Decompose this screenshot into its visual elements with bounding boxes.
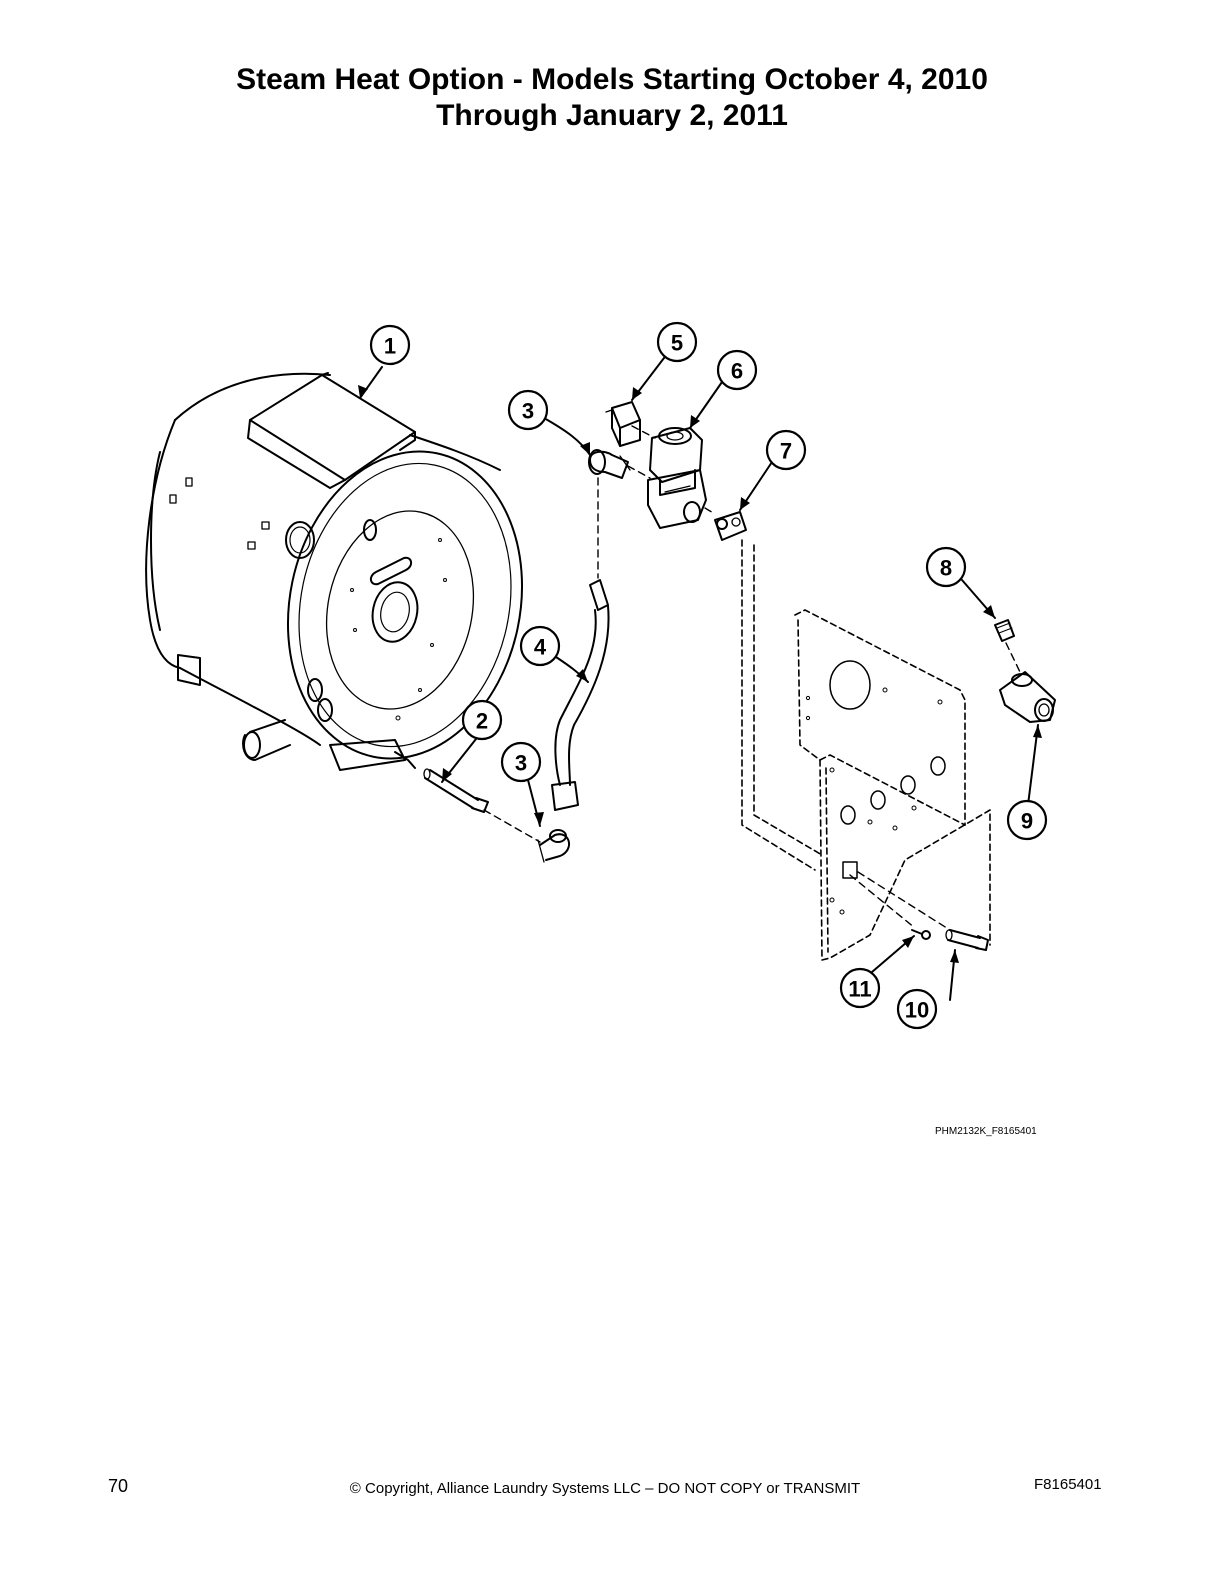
solenoid-valve-part-6 — [647, 427, 707, 529]
fitting-part-7 — [714, 511, 747, 541]
pipe-nipple-part-2 — [423, 768, 489, 813]
assembly-lines — [483, 425, 1021, 931]
callout-label-7: 7 — [780, 439, 792, 464]
callout-label-11: 11 — [848, 977, 871, 1002]
copyright-notice: © Copyright, Alliance Laundry Systems LL… — [349, 1480, 861, 1497]
callout-circle-2 — [461, 699, 503, 741]
drum-cylinder-part — [145, 372, 524, 771]
callout-circles — [369, 321, 1048, 1030]
page-title-line-2: Through January 2, 2011 — [436, 99, 788, 132]
callout-circle-1 — [369, 324, 411, 366]
callout-circle-11 — [839, 967, 881, 1009]
callout-label-10: 10 — [905, 998, 929, 1023]
callout-label-1: 1 — [384, 334, 396, 359]
callout-label-4: 4 — [534, 635, 547, 660]
callout-circle-3-lower — [500, 741, 542, 783]
coil-connector-part-5 — [605, 401, 641, 447]
callout-circle-8 — [925, 546, 967, 588]
drawing-id: PHM2132K_F8165401 — [935, 1126, 1037, 1137]
flex-hose-part-4 — [551, 579, 610, 811]
callout-labels: 1 2 3 3 4 5 6 7 8 9 10 11 — [384, 331, 1033, 1023]
screw-part-11 — [911, 929, 931, 940]
callout-circle-4 — [519, 625, 561, 667]
elbow-fitting-lower — [537, 829, 570, 863]
leader-arrowheads — [358, 385, 1042, 963]
elbow-fitting-upper — [588, 449, 631, 479]
callout-circle-10 — [896, 988, 938, 1030]
callout-label-5: 5 — [671, 331, 683, 356]
control-panel-outline — [741, 539, 991, 961]
callout-label-8: 8 — [940, 556, 952, 581]
callout-label-9: 9 — [1021, 809, 1033, 834]
leader-lines — [359, 357, 1039, 1001]
page-number: 70 — [108, 1476, 129, 1496]
callout-circle-9 — [1006, 799, 1048, 841]
strainer-part-9 — [999, 671, 1056, 723]
control-panel-holes — [805, 660, 946, 915]
callout-label-6: 6 — [731, 359, 743, 384]
page-title-line-1: Steam Heat Option - Models Starting Octo… — [236, 63, 988, 96]
callout-label-2: 2 — [476, 709, 488, 734]
callout-circle-3-upper — [507, 389, 549, 431]
callout-label-3-upper: 3 — [522, 399, 534, 424]
callout-circle-6 — [716, 349, 758, 391]
pipe-plug-part-8 — [994, 619, 1015, 642]
callout-circle-7 — [765, 429, 807, 471]
document-code: F8165401 — [1034, 1476, 1102, 1493]
callout-label-3-lower: 3 — [515, 751, 527, 776]
pipe-nipple-part-10 — [945, 929, 989, 951]
callout-circle-5 — [656, 321, 698, 363]
